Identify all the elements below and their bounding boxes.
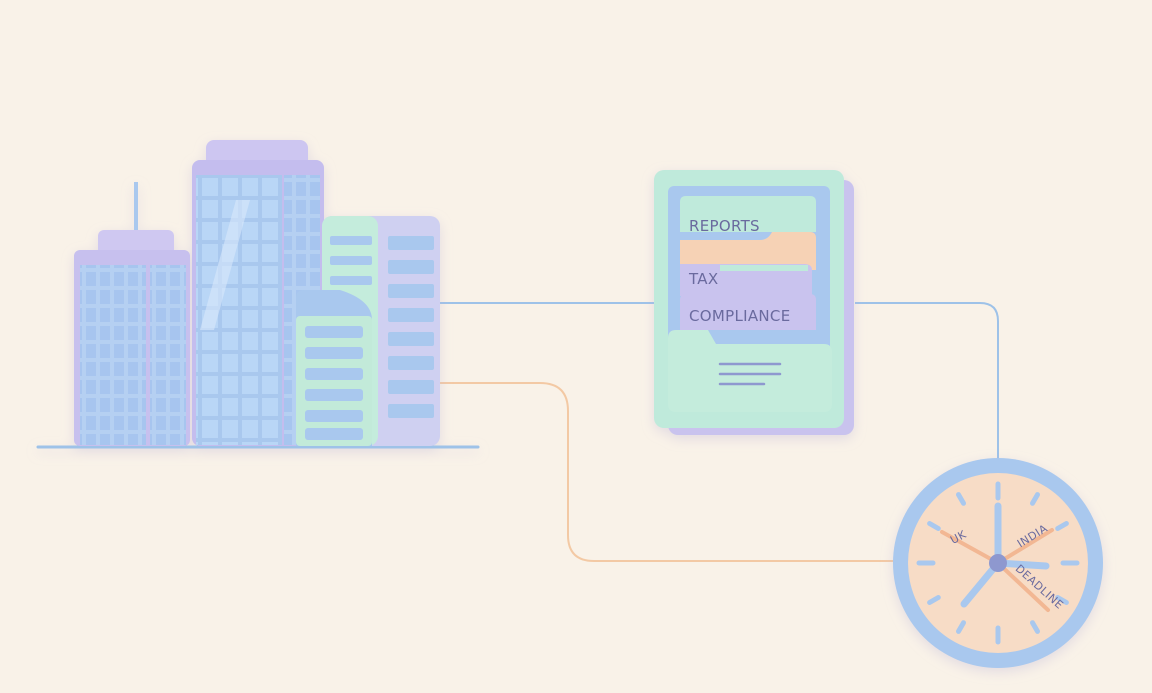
folder-tax-label: TAX [688, 270, 718, 288]
folder-reports: REPORTS [680, 196, 816, 235]
folder-front-pocket [668, 330, 832, 412]
folder-tax: TAX [680, 264, 812, 296]
office-buildings-icon [36, 140, 480, 449]
folder-peach [680, 232, 816, 270]
connector-buildings-to-clock [440, 382, 895, 562]
clock-center [989, 554, 1007, 572]
india-hand [996, 528, 1054, 565]
file-cabinet-icon: REPORTS TAX COMPLIANCE [654, 170, 854, 435]
connector-folders-to-clock [855, 302, 999, 460]
connector-lines [440, 302, 999, 562]
uk-hand [940, 530, 1000, 565]
deadline-hand [996, 561, 1050, 612]
folder-reports-label: REPORTS [689, 217, 760, 235]
folder-compliance: COMPLIANCE [680, 294, 816, 330]
folder-compliance-label: COMPLIANCE [689, 307, 790, 325]
antenna [134, 182, 138, 237]
clock-ticks [916, 481, 1080, 645]
front-building [296, 290, 372, 446]
world-clock-icon: UK INDIA DEADLINE [893, 458, 1103, 668]
left-tower [74, 230, 190, 446]
